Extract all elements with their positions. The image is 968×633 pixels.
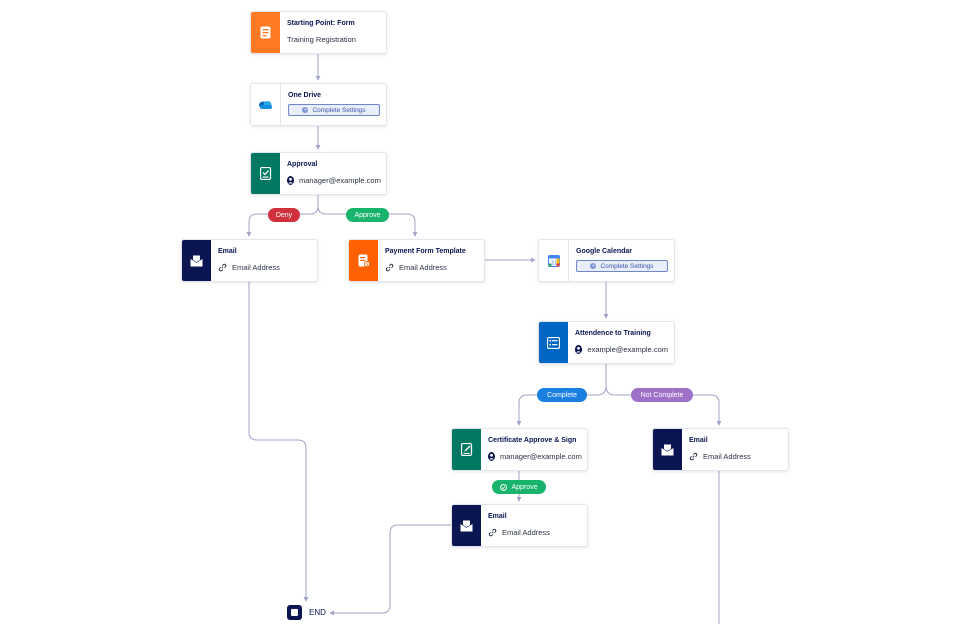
node-title: Google Calendar (576, 248, 633, 255)
node-title: Starting Point: Form (287, 20, 355, 27)
node-icon-box (251, 12, 280, 53)
checklist-icon (547, 336, 560, 349)
user-icon (488, 452, 495, 461)
branch-label-not-complete[interactable]: Not Complete (631, 388, 693, 402)
node-title: Email (488, 513, 507, 520)
node-one-drive[interactable]: One Drive + Complete Settings (250, 83, 387, 126)
node-icon-box (653, 429, 682, 470)
node-title: One Drive (288, 92, 322, 99)
form-icon (260, 26, 271, 39)
branch-label-deny[interactable]: Deny (268, 208, 300, 222)
node-attendance[interactable]: Attendence to Training example@example.c… (538, 321, 675, 364)
node-icon-box (452, 505, 481, 546)
node-title: Email (218, 248, 237, 255)
connector-emailcert-end (329, 524, 451, 616)
user-icon (575, 345, 583, 354)
end-label: END (309, 608, 326, 617)
email-address-field: Email Address (399, 263, 447, 272)
node-title: Approval (287, 161, 318, 168)
assignee-email: manager@example.com (500, 452, 582, 461)
email-address-field: Email Address (502, 528, 550, 537)
node-title: Certificate Approve & Sign (488, 437, 577, 444)
branch-label-approve[interactable]: Approve (346, 208, 389, 222)
connector-emaildeny-end (248, 281, 309, 602)
payment-form-icon: $ (358, 254, 370, 267)
node-certificate-approve-sign[interactable]: Certificate Approve & Sign manager@examp… (451, 428, 588, 471)
node-icon-box (452, 429, 481, 470)
cloud-icon (259, 100, 272, 109)
node-email-not-complete[interactable]: Email Email Address (652, 428, 789, 471)
link-icon (689, 452, 698, 461)
end-node[interactable]: END (287, 605, 326, 620)
node-icon-box (182, 240, 211, 281)
link-icon (385, 263, 394, 272)
node-title: Attendence to Training (575, 330, 651, 337)
button-label: Complete Settings (600, 262, 654, 270)
plus-icon: + (302, 107, 309, 113)
node-email-deny[interactable]: Email Email Address (181, 239, 318, 282)
node-icon-box (539, 322, 568, 363)
mail-icon (460, 520, 473, 531)
node-approval[interactable]: Approval manager@example.com (250, 152, 387, 195)
assignee-email: manager@example.com (299, 176, 381, 185)
stop-icon (287, 605, 302, 620)
node-payment-form[interactable]: $ Payment Form Template Email Address (348, 239, 485, 282)
link-icon (488, 528, 497, 537)
link-icon (218, 263, 227, 272)
complete-settings-button[interactable]: + Complete Settings (576, 260, 668, 272)
connector-attendance-notcomplete (605, 385, 722, 426)
node-title: Payment Form Template (385, 248, 466, 255)
node-icon-box: 31 (539, 240, 569, 281)
plus-icon: + (590, 263, 597, 269)
node-icon-box (251, 84, 281, 125)
pill-label: Approve (511, 483, 538, 491)
sign-document-icon (460, 443, 472, 456)
connector-approval-approve (317, 205, 418, 237)
mail-icon (661, 444, 674, 455)
node-email-certificate[interactable]: Email Email Address (451, 504, 588, 547)
node-title: Email (689, 437, 708, 444)
email-address-field: Email Address (232, 263, 280, 272)
svg-text:31: 31 (550, 260, 556, 266)
node-start-form[interactable]: Starting Point: Form Training Registrati… (250, 11, 387, 54)
approval-icon (259, 167, 271, 180)
calendar-icon: 31 (547, 254, 560, 267)
node-subtitle: Training Registration (287, 35, 356, 44)
complete-settings-button[interactable]: + Complete Settings (288, 104, 380, 116)
node-google-calendar[interactable]: 31 Google Calendar + Complete Settings (538, 239, 675, 282)
button-label: Complete Settings (312, 106, 366, 114)
assignee-email: example@example.com (587, 345, 668, 354)
mail-icon (190, 255, 203, 266)
approve-icon (500, 483, 508, 491)
branch-label-complete[interactable]: Complete (537, 388, 587, 402)
user-icon (287, 176, 294, 185)
email-address-field: Email Address (703, 452, 751, 461)
node-icon-box (251, 153, 280, 194)
branch-label-certificate-approve[interactable]: Approve (492, 480, 546, 494)
node-icon-box: $ (349, 240, 378, 281)
svg-text:$: $ (365, 262, 368, 267)
